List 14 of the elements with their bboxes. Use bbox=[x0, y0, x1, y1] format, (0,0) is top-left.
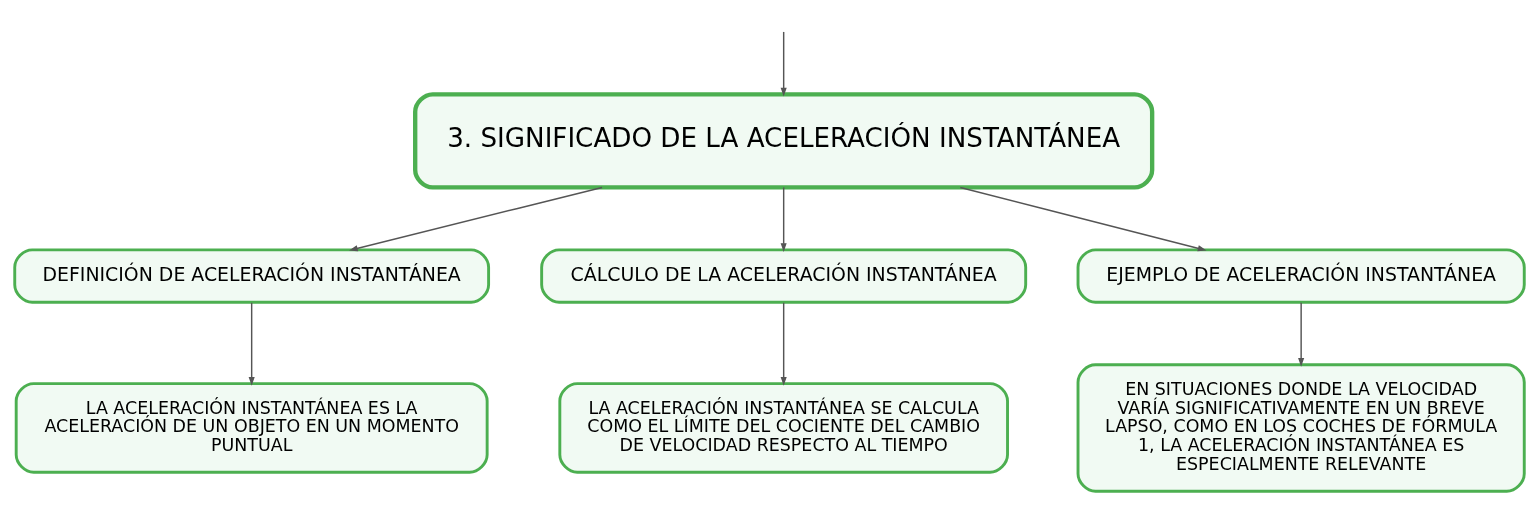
arrow bbox=[248, 301, 255, 386]
arrow bbox=[1298, 301, 1305, 367]
node-box: LA ACELERACIÓN INSTANTÁNEA ES LA ACELERACIÓN DE UN OBJETO EN UN MOMENTO PUNTUAL bbox=[14, 381, 489, 474]
arrow bbox=[780, 30, 787, 96]
node-box: EJEMPLO DE ACELERACIÓN INSTANTÁNEA bbox=[1076, 247, 1526, 304]
node-box: LA ACELERACIÓN INSTANTÁNEA SE CALCULA COMO EL LÍMITE DEL COCIENTE DEL CAMBIO DE VELOCIDAD RESPECTO AL TIEMPO bbox=[558, 381, 1009, 474]
node-box: 3. SIGNIFICADO DE LA ACELERACIÓN INSTANTÁNEA bbox=[413, 91, 1155, 190]
arrow bbox=[780, 301, 787, 386]
node-box: EN SITUACIONES DONDE LA VELOCIDAD VARÍA SIGNIFICATIVAMENTE EN UN BREVE LAPSO, COMO EN LOS COCHES DE FÓRMULA 1, LA ACELERACIÓN INSTANTÁNEA ES ESPECIALMENTE RELEVANTE bbox=[1076, 362, 1526, 493]
arrow bbox=[349, 186, 603, 251]
node-box: DEFINICIÓN DE ACELERACIÓN INSTANTÁNEA bbox=[13, 247, 491, 304]
arrow bbox=[959, 186, 1207, 251]
arrow bbox=[780, 186, 787, 252]
node-box: CÁLCULO DE LA ACELERACIÓN INSTANTÁNEA bbox=[540, 247, 1028, 304]
